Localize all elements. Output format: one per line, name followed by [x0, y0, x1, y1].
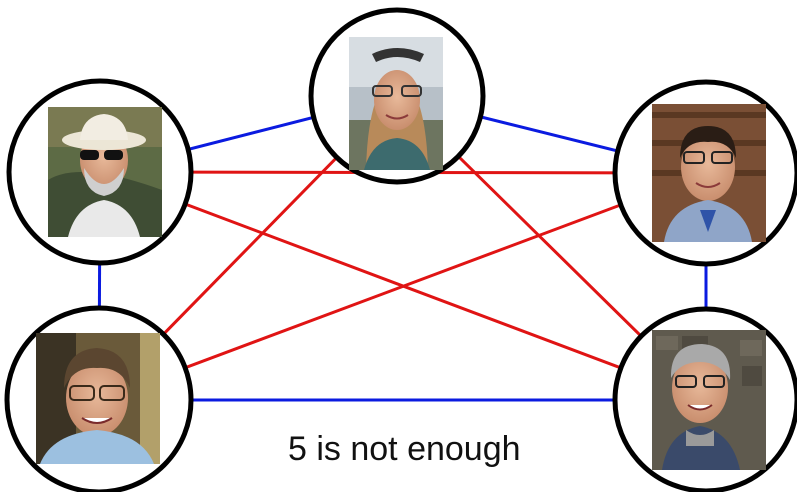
man-glasses-stone-wall-photo	[652, 330, 766, 470]
woman-sunglasses-on-head-photo	[349, 37, 443, 170]
older-man-glasses-photo	[36, 333, 160, 464]
bearded-man-sun-hat-photo	[48, 107, 162, 237]
edge-red-lower-left-upper-right	[98, 171, 707, 402]
caption-text: 5 is not enough	[288, 430, 521, 468]
man-dark-hair-plaid-shirt-photo	[652, 104, 766, 242]
